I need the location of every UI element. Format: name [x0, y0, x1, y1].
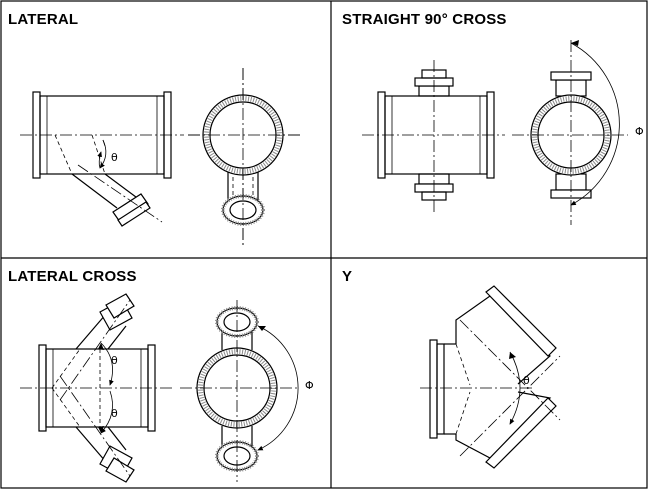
lateral-cross-upper-angle-label: θ	[111, 354, 118, 367]
y-angle-label: θ	[523, 374, 530, 387]
lateral-end-view	[188, 68, 300, 245]
panel-title-straight-cross: STRAIGHT 90° CROSS	[342, 11, 507, 28]
y-fitting-view	[420, 285, 561, 469]
lateral-angle-label: θ	[111, 151, 118, 164]
straight-cross-side-view	[362, 60, 505, 212]
panel-title-lateral: LATERAL	[8, 11, 79, 28]
panel-title-y: Y	[342, 268, 353, 285]
lateral-cross-lower-angle-label: θ	[111, 407, 118, 420]
panel-title-lateral-cross: LATERAL CROSS	[8, 268, 137, 285]
straight-cross-angle-label: Φ	[635, 125, 644, 138]
lateral-cross-side-angle-label: Φ	[305, 379, 314, 392]
straight-cross-end-view	[512, 40, 628, 225]
lateral-cross-end-view	[180, 300, 300, 482]
lateral-side-view	[20, 91, 184, 227]
lateral-cross-side-view	[20, 293, 172, 483]
